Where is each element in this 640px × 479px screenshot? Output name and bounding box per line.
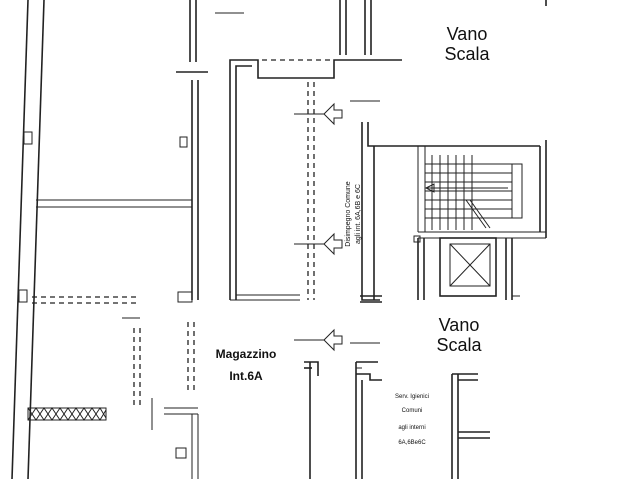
- servizi-label-1: Serv. Igienici: [395, 394, 429, 400]
- top-center-walls: [229, 0, 547, 301]
- vano-scala-top-line2: Scala: [444, 44, 490, 64]
- lower-walls: [304, 295, 490, 479]
- staircase: [361, 122, 547, 301]
- corridor: [294, 82, 380, 352]
- servizi-label-3: agli interni: [398, 425, 425, 431]
- vano-scala-top-line1: Vano: [447, 24, 488, 44]
- servizi-label-2: Comuni: [402, 408, 423, 414]
- vano-scala-mid-line2: Scala: [436, 335, 482, 355]
- servizi-label-4: 6A,6Be6C: [398, 440, 426, 446]
- disimpegno-sublabel: agli int. 6A,6B e 6C: [355, 184, 362, 244]
- top-left-partitions: [32, 0, 244, 304]
- lower-left-area: [27, 317, 199, 479]
- disimpegno-label: Disimpegno Comune: [345, 181, 352, 246]
- magazzino-label: Magazzino: [216, 347, 277, 361]
- magazzino-unit-label: Int.6A: [229, 369, 263, 383]
- left-exterior-wall: [11, 0, 45, 479]
- vano-scala-mid-line1: Vano: [439, 315, 480, 335]
